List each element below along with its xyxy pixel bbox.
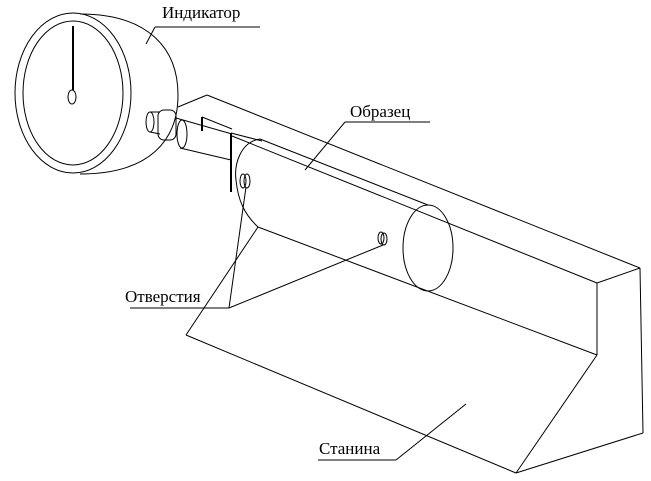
label-specimen: Образец: [350, 102, 411, 121]
bed: [177, 94, 644, 474]
label-bed: Станина: [319, 439, 381, 458]
hole-1: [239, 173, 247, 189]
label-indicator: Индикатор: [162, 3, 241, 22]
indicator-stem: [145, 109, 233, 161]
hole-2: [377, 231, 385, 245]
leaders: [130, 26, 467, 461]
dial-indicator: [14, 12, 179, 175]
specimen: [230, 133, 454, 292]
label-holes: Отверстия: [125, 287, 201, 306]
